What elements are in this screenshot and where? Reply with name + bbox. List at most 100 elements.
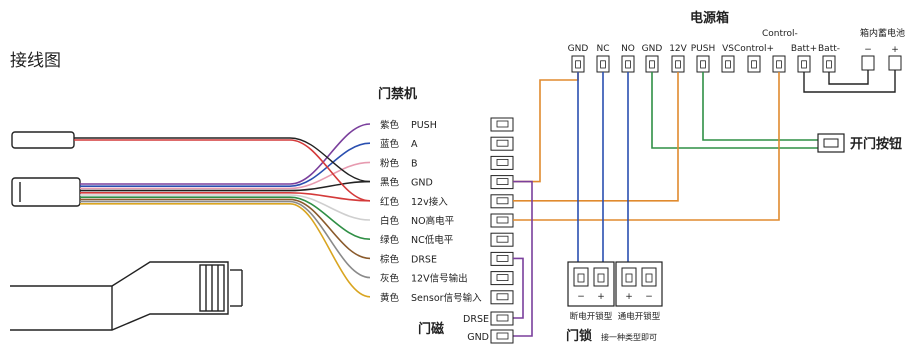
- fanout-wire: [80, 142, 371, 187]
- power-box-terminal-label: GND: [642, 44, 663, 54]
- fanout-wire: [80, 196, 371, 240]
- controller-terminal: [490, 194, 514, 209]
- controller-title: 门禁机: [378, 86, 417, 102]
- controller-terminal: [490, 136, 514, 151]
- door-lock-note: 接一种类型即可: [601, 332, 657, 342]
- fanout-wire: [80, 123, 371, 185]
- wire-color-name: 紫色: [380, 119, 400, 131]
- power-box-terminal-label: VS: [722, 44, 734, 54]
- top-cable-black-wire: [74, 137, 371, 183]
- door-lock-pin-sign: −: [645, 292, 653, 302]
- battery-wire-plus: [803, 70, 896, 93]
- battery-plus-sign: +: [891, 45, 899, 55]
- power-box-terminal-label: Batt+: [791, 44, 817, 54]
- door-lock-type-label: 通电开锁型: [618, 311, 661, 322]
- wire-fanout: [74, 123, 371, 298]
- power-box-terminal: [645, 55, 659, 73]
- connection-wires: [513, 70, 896, 337]
- battery: − +: [861, 45, 902, 71]
- exit-button-terminal: [817, 133, 845, 153]
- wire-signal-label: GND: [411, 178, 433, 189]
- wire-signal-label: NC低电平: [411, 234, 454, 246]
- wire-signal-label: B: [411, 158, 418, 169]
- fanout-wire: [80, 198, 371, 260]
- power-box-terminal-label: NC: [596, 44, 609, 54]
- battery-minus-sign: −: [864, 45, 872, 55]
- wire-signal-label: 12v接入: [411, 196, 448, 208]
- wire-drse-to-sensor: [513, 257, 524, 319]
- power-box-terminal: [696, 55, 710, 73]
- battery-wire-minus: [828, 70, 869, 85]
- wire-color-name: 绿色: [380, 234, 400, 246]
- power-box-terminal: [671, 55, 685, 73]
- controller-terminal: [490, 213, 514, 228]
- battery-label: 箱内蓄电池: [860, 27, 905, 39]
- battery-terminal-plus: [888, 55, 902, 71]
- fanout-wire: [80, 203, 371, 298]
- power-box-terminal: [797, 55, 811, 73]
- controller-terminal: [490, 155, 514, 170]
- door-lock-type: −+: [567, 261, 615, 307]
- wire-color-name: 黄色: [380, 292, 400, 304]
- page-title: 接线图: [10, 51, 61, 71]
- fanout-wire: [80, 161, 371, 190]
- fanout-wire: [80, 194, 371, 221]
- door-lock-type: +−: [615, 261, 663, 307]
- door-sensor-terminal: [490, 329, 514, 344]
- controller-terminal: [490, 232, 514, 247]
- battery-terminal-minus: [861, 55, 875, 71]
- door-lock-pin-sign: +: [625, 292, 633, 302]
- power-box-terminal-label: Control+: [734, 44, 774, 54]
- controller-terminal: [490, 117, 514, 132]
- power-box-terminal-label: PUSH: [691, 44, 716, 54]
- controller-terminal: [490, 175, 514, 190]
- power-box-terminal-label: NO: [621, 44, 635, 54]
- wire-signal-label: A: [411, 139, 418, 150]
- wire-color-name: 白色: [380, 215, 400, 227]
- fanout-wire: [80, 192, 371, 202]
- wire-gnd-to-sensor: [513, 180, 533, 337]
- power-box-terminal: [571, 55, 585, 73]
- door-lock-title: 门锁: [566, 328, 592, 344]
- controller-terminal: [490, 251, 514, 266]
- door-lock-pin-sign: −: [577, 292, 585, 302]
- door-sensor-terminal: [490, 311, 514, 326]
- power-box-terminal-label: Batt-: [818, 44, 840, 54]
- control-minus-label: Control-: [762, 29, 798, 39]
- power-box-terminal-label: 12V: [669, 44, 687, 54]
- wire-signal-label: DRSE: [411, 254, 437, 265]
- top-cable-red-wire: [74, 139, 371, 202]
- cable-connector-top: [11, 131, 75, 149]
- wire-color-name: 粉色: [380, 157, 400, 169]
- controller-terminal-column: [490, 117, 514, 305]
- power-box-title: 电源箱: [690, 10, 729, 26]
- fanout-wire: [80, 180, 371, 192]
- door-sensor-title: 门磁: [418, 321, 444, 337]
- wire-control-to-no: [513, 72, 780, 221]
- door-sensor-pin-label: GND: [467, 332, 489, 343]
- controller-terminal: [490, 271, 514, 286]
- cable-illustrations: [10, 131, 243, 331]
- wire-signal-label: 12V信号输出: [411, 273, 468, 285]
- door-lock: −+断电开锁型+−通电开锁型: [567, 261, 663, 322]
- controller-terminal: [490, 290, 514, 305]
- power-box-terminal: [721, 55, 735, 73]
- wire-color-name: 红色: [380, 196, 400, 208]
- exit-button-label: 开门按钮: [850, 136, 902, 152]
- exit-button-block: 开门按钮: [817, 133, 902, 153]
- wire-color-name: 灰色: [380, 273, 400, 285]
- wire-signal-label: PUSH: [411, 120, 437, 131]
- wire-color-name: 黑色: [380, 177, 400, 189]
- wire-12v-to-controller: [513, 72, 679, 202]
- wire-signal-label: Sensor信号输入: [411, 292, 482, 304]
- exit-button-wire-gnd: [651, 72, 818, 149]
- power-box-terminal: [596, 55, 610, 73]
- exit-button-wire-push: [702, 72, 818, 141]
- fanout-wire: [80, 200, 371, 279]
- wire-signal-label: NO高电平: [411, 215, 455, 227]
- power-box-terminal-control-minus: [772, 55, 786, 73]
